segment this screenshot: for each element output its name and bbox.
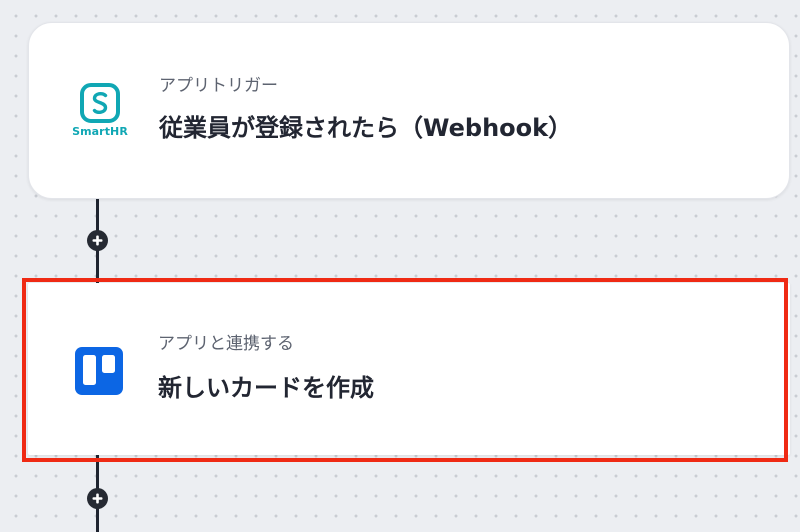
step-title: 新しいカードを作成	[158, 374, 374, 402]
app-icon-smarthr: SmartHR	[71, 83, 129, 138]
action-step-card[interactable]: アプリと連携する 新しいカードを作成	[28, 283, 790, 455]
plus-icon	[92, 235, 103, 246]
step-type-label: アプリトリガー	[159, 76, 278, 96]
plus-icon	[92, 493, 103, 504]
add-step-button[interactable]	[87, 488, 108, 509]
step-type-label: アプリと連携する	[158, 334, 294, 354]
smarthr-logo-icon	[80, 83, 120, 123]
trello-logo-icon	[75, 347, 123, 395]
trigger-step-card[interactable]: SmartHR アプリトリガー 従業員が登録されたら（Webhook）	[28, 22, 790, 199]
step-title: 従業員が登録されたら（Webhook）	[159, 114, 573, 142]
smarthr-logo-text: SmartHR	[72, 125, 128, 138]
add-step-button[interactable]	[87, 230, 108, 251]
app-icon-trello	[70, 347, 128, 395]
